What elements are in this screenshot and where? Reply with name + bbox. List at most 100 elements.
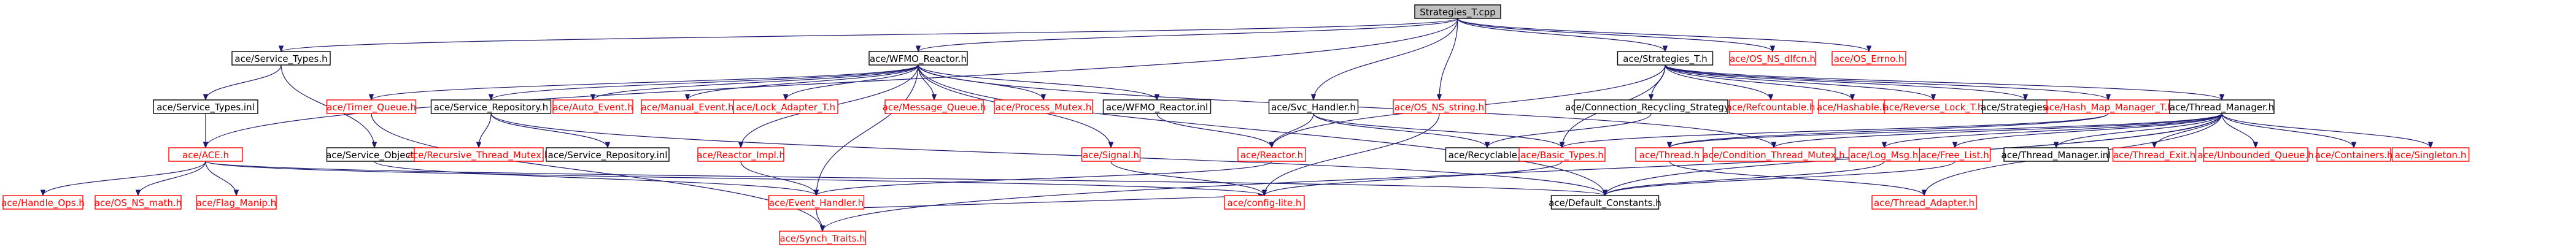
node-ace-lock-adapter-t-h[interactable]: ace/Lock_Adapter_T.h: [733, 99, 838, 114]
node-box: [2003, 147, 2109, 162]
edge-ace-ace-h-to-ace-handle-ops-h: [40, 161, 206, 197]
node-ace-reactor-h[interactable]: ace/Reactor.h: [1237, 147, 1306, 162]
node-ace-signal-h[interactable]: ace/Signal.h: [1081, 147, 1141, 162]
edge-ace-service-object-h-to-ace-event-handler-h: [374, 161, 819, 197]
node-ace-ace-h[interactable]: ace/ACE.h: [168, 147, 243, 162]
node-ace-refcountable-h[interactable]: ace/Refcountable.h: [1727, 99, 1816, 114]
node-box: [196, 195, 277, 210]
node-ace-containers-h[interactable]: ace/Containers.h: [2315, 147, 2393, 162]
node-ace-synch-traits-h[interactable]: ace/Synch_Traits.h: [779, 231, 866, 245]
node-ace-singleton-h[interactable]: ace/Singleton.h: [2391, 147, 2470, 162]
edge-ace-connection-recycling-strategy-h-to-ace-recyclable-h: [1484, 113, 1652, 149]
node-ace-timer-queue-h[interactable]: ace/Timer_Queue.h: [326, 99, 417, 114]
node-ace-os-ns-string-h[interactable]: ace/OS_NS_string.h: [1393, 99, 1486, 114]
edge-ace-svc-handler-h-to-ace-recyclable-h: [1313, 113, 1490, 149]
edge-ace-hash-map-manager-t-h-to-ace-thread-h: [1666, 113, 2109, 149]
node-ace-process-mutex-h[interactable]: ace/Process_Mutex.h: [994, 99, 1093, 114]
node-ace-wfmo-reactor-inl[interactable]: ace/WFMO_Reactor.inl: [1102, 99, 1212, 114]
node-ace-hashable-h[interactable]: ace/Hashable.h: [1817, 99, 1888, 114]
node-ace-message-queue-h[interactable]: ace/Message_Queue.h: [883, 99, 986, 114]
dependency-edges: [40, 18, 2434, 232]
node-ace-log-msg-h[interactable]: ace/Log_Msg.h: [1848, 147, 1920, 162]
node-label: ace/Thread.h: [1639, 150, 1700, 161]
node-box: [1550, 195, 1660, 210]
node-ace-thread-manager-h[interactable]: ace/Thread_Manager.h: [2169, 99, 2275, 114]
node-ace-config-lite-h[interactable]: ace/config-lite.h: [1224, 195, 1305, 210]
node-box: [153, 99, 258, 114]
node-label: ace/Process_Mutex.h: [996, 102, 1092, 113]
node-ace-free-list-h[interactable]: ace/Free_List.h: [1919, 147, 1991, 162]
edge-ace-free-list-h-to-ace-default-constants-h: [1602, 161, 1955, 197]
node-ace-handle-ops-h[interactable]: ace/Handle_Ops.h: [1, 195, 85, 210]
node-label: ace/Condition_Thread_Mutex.h: [1703, 150, 1844, 161]
edge-ace-thread-manager-h-to-ace-condition-thread-mutex-h: [1771, 113, 2222, 149]
node-label: ace/Default_Constants.h: [1549, 197, 1661, 209]
node-box: [326, 99, 417, 114]
node-ace-hash-map-manager-t-h[interactable]: ace/Hash_Map_Manager_T.h: [2043, 99, 2173, 114]
node-ace-os-ns-math-h[interactable]: ace/OS_NS_math.h: [95, 195, 182, 210]
node-ace-thread-manager-inl[interactable]: ace/Thread_Manager.inl: [2002, 147, 2111, 162]
node-box: [95, 195, 182, 210]
node-label: ace/Svc_Handler.h: [1271, 102, 1356, 113]
node-box: [768, 195, 865, 210]
node-ace-condition-thread-mutex-h[interactable]: ace/Condition_Thread_Mutex.h: [1703, 147, 1845, 162]
edge-ace-signal-h-to-ace-config-lite-h: [1110, 161, 1267, 197]
node-ace-event-handler-h[interactable]: ace/Event_Handler.h: [768, 195, 865, 210]
node-label: ace/Thread_Adapter.h: [1874, 197, 1975, 209]
node-box: [1574, 99, 1728, 114]
edge-ace-wfmo-reactor-h-to-ace-wfmo-reactor-inl: [918, 64, 1160, 101]
edge-ace-strategies-t-h-to-ace-refcountable-h: [1665, 64, 1774, 101]
node-label: ace/Singleton.h: [2395, 150, 2467, 161]
node-ace-recursive-thread-mutex-h[interactable]: ace/Recursive_Thread_Mutex.h: [408, 147, 551, 162]
edge-ace-reactor-impl-h-to-ace-event-handler-h: [740, 161, 819, 197]
node-label: ace/Thread_Exit.h: [2113, 150, 2195, 161]
node-ace-service-object-h[interactable]: ace/Service_Object.h: [326, 147, 423, 162]
node-ace-service-types-h[interactable]: ace/Service_Types.h: [231, 51, 331, 66]
node-ace-auto-event-h[interactable]: ace/Auto_Event.h: [552, 99, 633, 114]
edge-ace-os-ns-string-h-to-ace-config-lite-h: [1261, 113, 1440, 197]
node-ace-service-repository-inl[interactable]: ace/Service_Repository.inl: [546, 147, 670, 162]
node-ace-thread-h[interactable]: ace/Thread.h: [1635, 147, 1704, 162]
node-ace-thread-adapter-h[interactable]: ace/Thread_Adapter.h: [1871, 195, 1977, 210]
node-ace-strategies-t-h[interactable]: ace/Strategies_T.h: [1617, 51, 1714, 66]
node-ace-wfmo-reactor-h[interactable]: ace/WFMO_Reactor.h: [868, 51, 968, 66]
node-box: [1919, 147, 1991, 162]
node-box: [2391, 147, 2470, 162]
node-ace-service-repository-h[interactable]: ace/Service_Repository.h: [430, 99, 552, 114]
node-label: ace/Lock_Adapter_T.h: [736, 102, 835, 113]
node-label: ace/Flag_Manip.h: [196, 197, 276, 209]
node-label: ace/Manual_Event.h: [641, 102, 734, 113]
edge-ace-thread-manager-h-to-ace-log-msg-h: [1881, 113, 2222, 149]
node-box: [552, 99, 633, 114]
node-ace-unbounded-queue-h[interactable]: ace/Unbounded_Queue.h: [2197, 147, 2314, 162]
node-label: ace/Free_List.h: [1920, 150, 1989, 161]
node-ace-thread-exit-h[interactable]: ace/Thread_Exit.h: [2112, 147, 2197, 162]
node-strategies-t-cpp[interactable]: Strategies_T.cpp: [1414, 4, 1501, 19]
node-ace-reverse-lock-t-h[interactable]: ace/Reverse_Lock_T.h: [1884, 99, 1984, 114]
node-ace-manual-event-h[interactable]: ace/Manual_Event.h: [641, 99, 734, 114]
node-ace-basic-types-h[interactable]: ace/Basic_Types.h: [1518, 147, 1606, 162]
node-ace-flag-manip-h[interactable]: ace/Flag_Manip.h: [196, 195, 277, 210]
node-ace-reactor-impl-h[interactable]: ace/Reactor_Impl.h: [697, 147, 785, 162]
node-label: ace/Message_Queue.h: [883, 102, 986, 113]
node-ace-connection-recycling-strategy-h[interactable]: ace/Connection_Recycling_Strategy.h: [1565, 99, 1737, 114]
edge-strategies-t-cpp-to-ace-wfmo-reactor-h: [915, 18, 1458, 53]
edge-ace-wfmo-reactor-h-to-ace-lock-adapter-t-h: [783, 64, 919, 101]
node-ace-recyclable-h[interactable]: ace/Recyclable.h: [1445, 147, 1530, 162]
node-ace-os-ns-dlfcn-h[interactable]: ace/OS_NS_dlfcn.h: [1729, 51, 1816, 66]
node-ace-os-errno-h[interactable]: ace/OS_Errno.h: [1831, 51, 1906, 66]
node-box: [2203, 147, 2308, 162]
node-label: ace/Auto_Event.h: [552, 102, 633, 113]
edge-ace-service-repository-h-to-ace-default-constants-h: [490, 113, 1608, 197]
edge-ace-thread-manager-h-to-ace-containers-h: [2221, 113, 2357, 149]
node-label: ace/WFMO_Reactor.inl: [1106, 102, 1208, 113]
edge-ace-svc-handler-h-to-ace-reactor-h: [1269, 113, 1314, 149]
node-ace-default-constants-h[interactable]: ace/Default_Constants.h: [1549, 195, 1661, 210]
edge-ace-ace-h-to-ace-flag-manip-h: [205, 161, 239, 197]
node-label: ace/OS_NS_string.h: [1394, 102, 1484, 113]
node-label: ace/Recursive_Thread_Mutex.h: [408, 150, 551, 161]
edge-ace-wfmo-reactor-h-to-ace-service-repository-h: [488, 64, 919, 101]
node-ace-svc-handler-h[interactable]: ace/Svc_Handler.h: [1268, 99, 1359, 114]
node-ace-service-types-inl[interactable]: ace/Service_Types.inl: [153, 99, 258, 114]
